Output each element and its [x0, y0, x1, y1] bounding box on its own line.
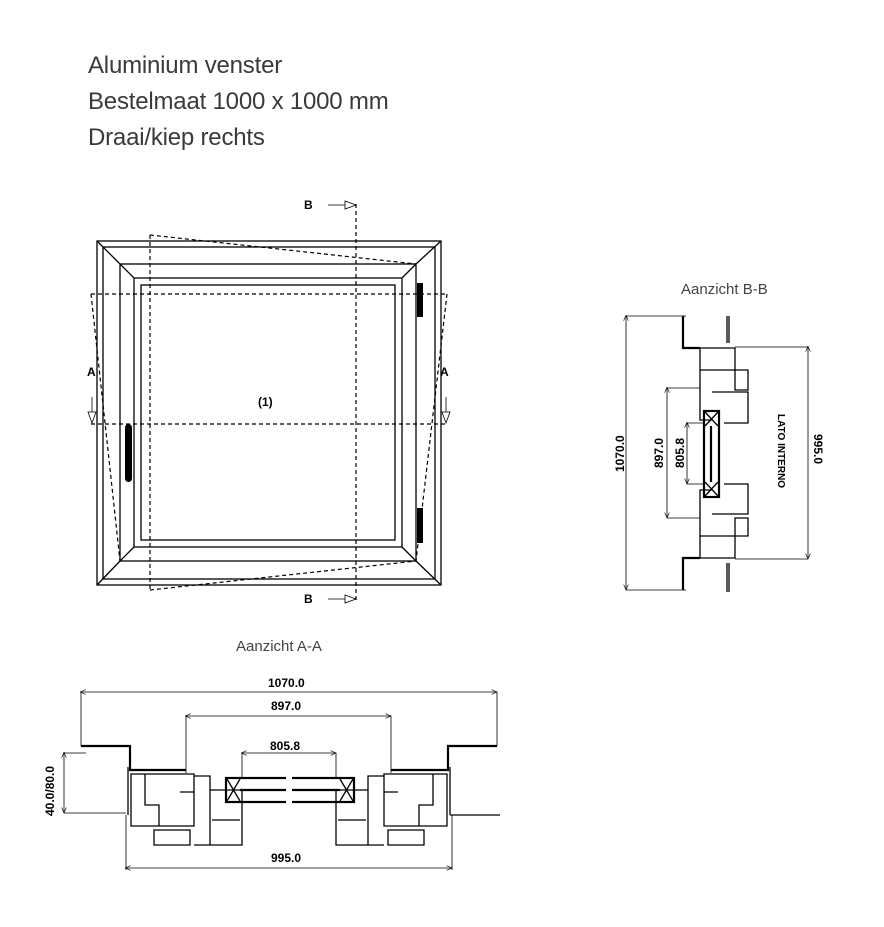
bb-dim-frame: 995.0: [811, 434, 825, 464]
aa-dim-depth: 40.0/80.0: [43, 766, 57, 816]
section-a-label-right: A: [440, 365, 449, 379]
section-b-label-bottom: B: [304, 592, 313, 606]
glass-unit-aa: [224, 775, 356, 805]
window-elevation: B B A A (1): [87, 198, 451, 606]
title-size: Bestelmaat 1000 x 1000 mm: [88, 88, 389, 115]
bb-side-label: LATO INTERNO: [775, 414, 786, 488]
glass-pane: [140, 284, 396, 541]
outer-frame: [96, 240, 442, 586]
pane-number: (1): [258, 395, 273, 409]
bb-dim-opening: 897.0: [652, 438, 666, 468]
hinge-bottom-icon: [417, 508, 423, 543]
sash-frame: [119, 263, 417, 562]
glass-unit-bb: [702, 409, 721, 499]
section-view-bb: Aanzicht B-B 1070.0 897.0 805.8 995.0 LA…: [613, 281, 825, 592]
aa-dim-opening: 897.0: [271, 699, 301, 713]
view-aa-title: Aanzicht A-A: [236, 638, 322, 655]
view-bb-title: Aanzicht B-B: [681, 281, 768, 298]
section-b-label-top: B: [304, 198, 313, 212]
section-a-label-left: A: [87, 365, 96, 379]
handle-icon: [125, 424, 132, 482]
aa-dim-overall: 1070.0: [268, 676, 305, 690]
hinge-top-icon: [417, 283, 423, 317]
aa-dim-glass: 805.8: [270, 739, 300, 753]
bb-dim-glass: 805.8: [673, 438, 687, 468]
section-view-aa: Aanzicht A-A 1070.0 897.0 805.8 995.0 40…: [43, 638, 500, 870]
title-product: Aluminium venster: [88, 52, 283, 79]
bb-dim-overall: 1070.0: [613, 435, 627, 472]
title-opening-type: Draai/kiep rechts: [88, 124, 265, 151]
aa-dim-frame: 995.0: [271, 851, 301, 865]
